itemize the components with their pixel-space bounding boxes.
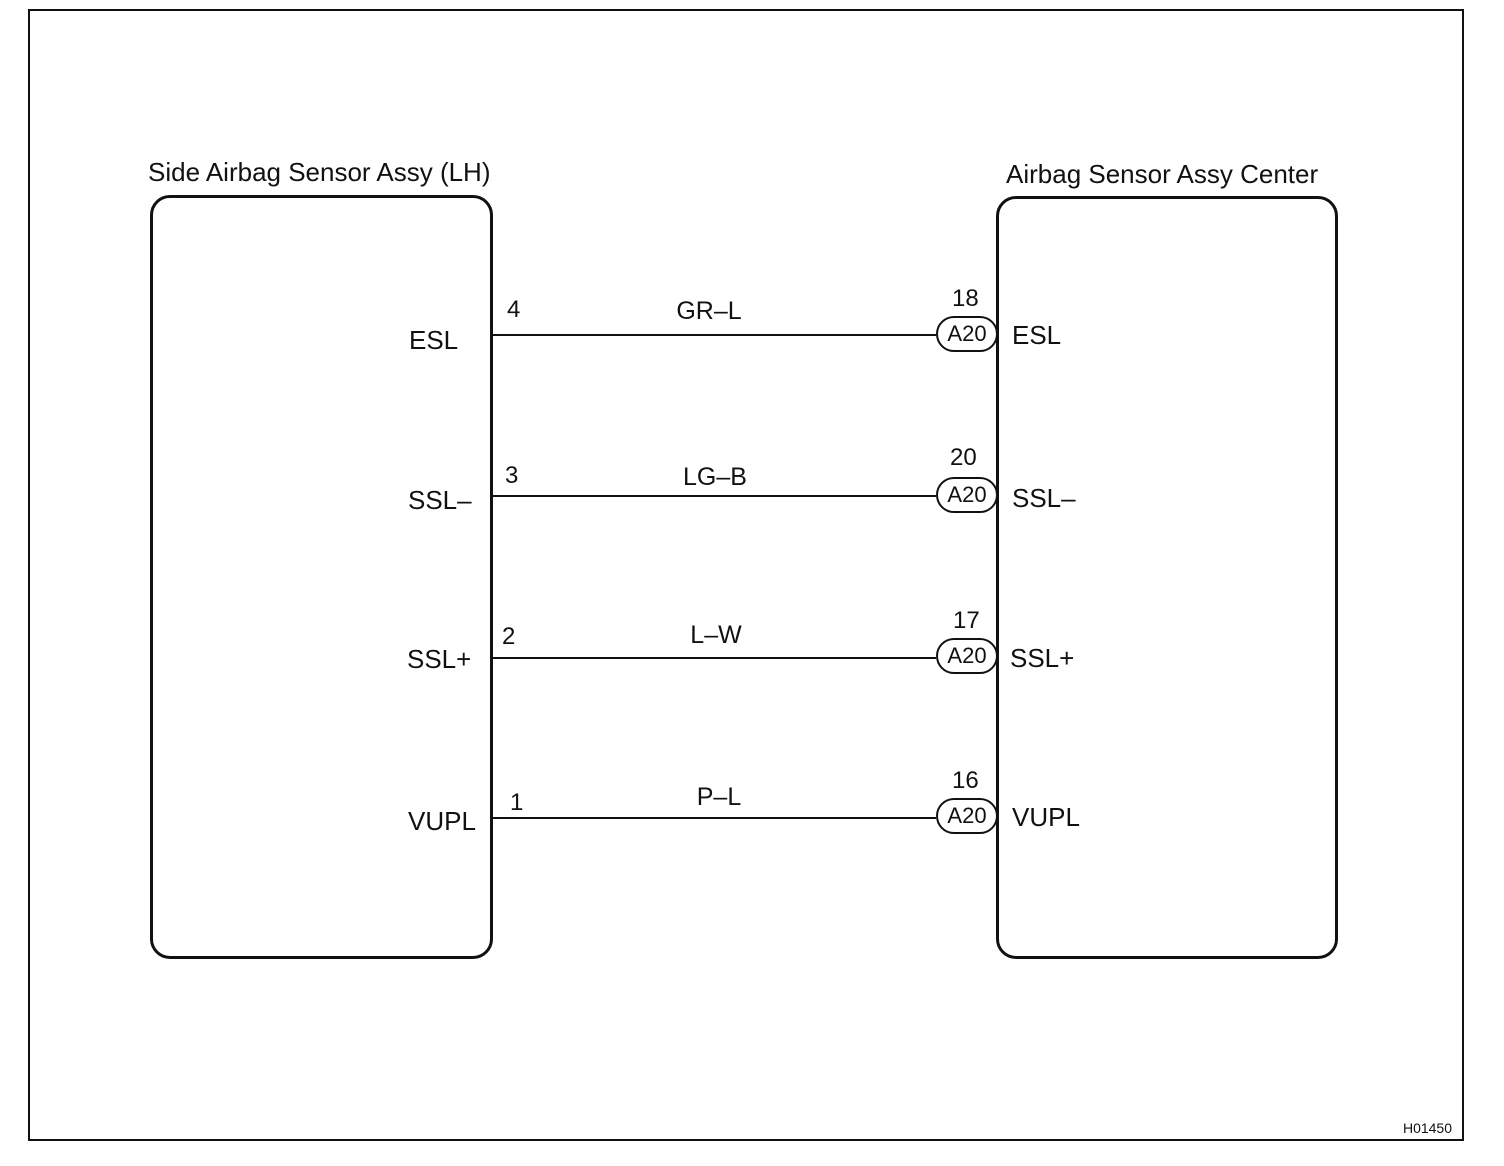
left-unit-title: Side Airbag Sensor Assy (LH)	[148, 157, 491, 187]
left-pin-number: 1	[510, 789, 524, 816]
right-pin-number: 18	[952, 285, 979, 312]
right-unit-title: Airbag Sensor Assy Center	[1006, 159, 1319, 189]
left-terminal-label: SSL+	[407, 644, 472, 674]
wire-line	[493, 657, 936, 659]
right-terminal-label: VUPL	[1012, 802, 1080, 832]
wire-color-code: P–L	[696, 783, 742, 811]
wire-line	[493, 334, 936, 336]
connector-a20: A20	[936, 316, 998, 352]
airbag-sensor-center-box	[996, 196, 1338, 959]
diagram-code: H01450	[1402, 1120, 1452, 1136]
wire-color-code: LG–B	[683, 463, 747, 491]
left-pin-number: 4	[507, 296, 521, 323]
diagram-frame	[28, 9, 1464, 1141]
wire-line	[493, 817, 936, 819]
wire-color-code: GR–L	[676, 297, 742, 325]
right-terminal-label: SSL–	[1012, 483, 1076, 513]
left-terminal-label: ESL	[409, 325, 459, 355]
right-terminal-label: ESL	[1012, 320, 1062, 350]
right-pin-number: 20	[950, 444, 977, 471]
connector-a20: A20	[936, 798, 998, 834]
wire-color-code: L–W	[690, 621, 742, 649]
connector-a20: A20	[936, 477, 998, 513]
right-terminal-label: SSL+	[1010, 643, 1075, 673]
right-pin-number: 16	[952, 767, 979, 794]
wire-line	[493, 495, 936, 497]
left-pin-number: 2	[502, 623, 516, 650]
left-terminal-label: VUPL	[408, 806, 476, 836]
left-terminal-label: SSL–	[408, 485, 472, 515]
side-airbag-sensor-box	[150, 195, 493, 959]
left-pin-number: 3	[505, 462, 519, 489]
right-pin-number: 17	[953, 607, 980, 634]
connector-a20: A20	[936, 638, 998, 674]
